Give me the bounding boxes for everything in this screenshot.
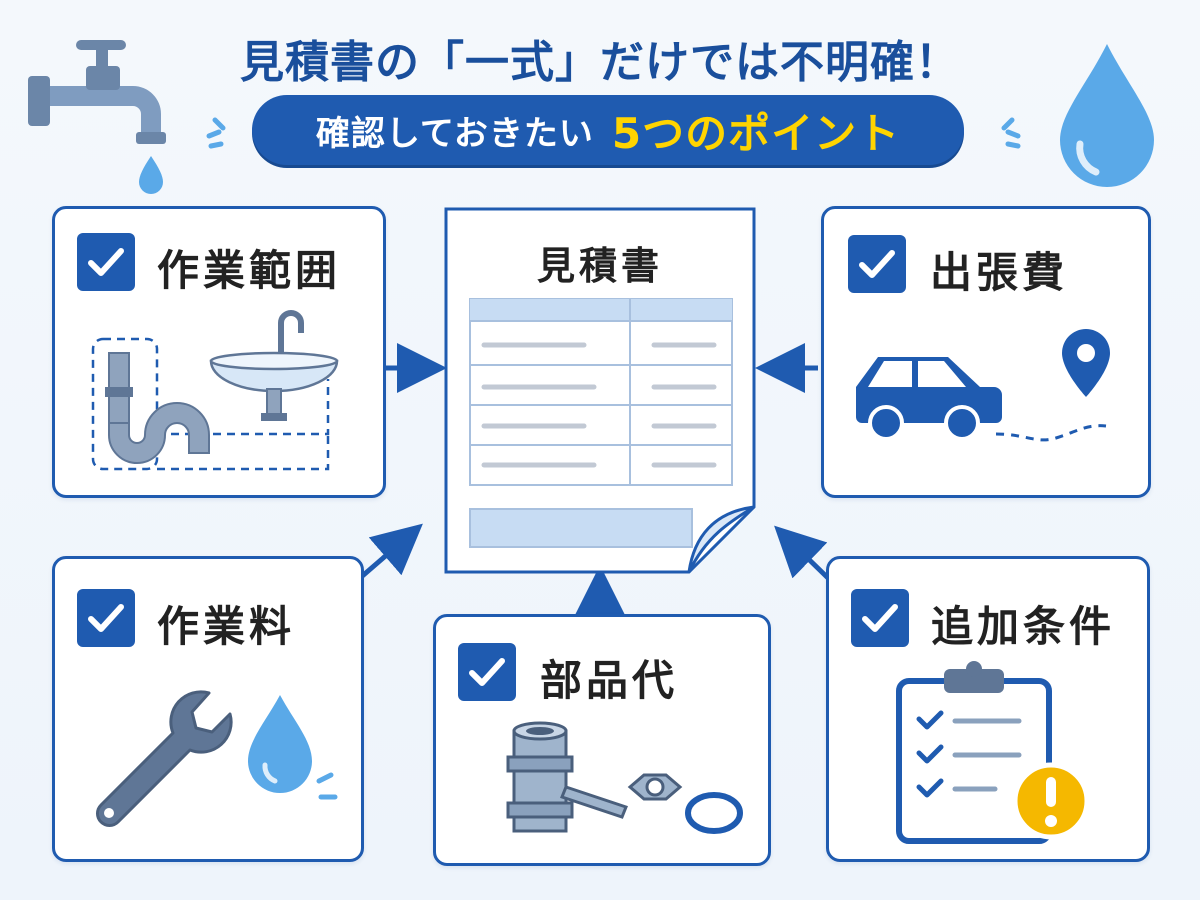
clipboard-alert-icon — [896, 661, 1090, 844]
point-label: 追加条件 — [931, 602, 1116, 651]
splash-right-icon — [1001, 117, 1021, 149]
point-label: 作業範囲 — [157, 246, 342, 295]
wrench-water-icon — [96, 690, 338, 827]
point-card-parts-cost: 部品代 — [433, 614, 771, 866]
document-icon — [444, 207, 756, 574]
point-label: 出張費 — [930, 248, 1069, 297]
point-label: 作業料 — [157, 602, 296, 651]
point-card-additional-conditions: 追加条件 — [826, 556, 1150, 862]
water-drop-icon — [1060, 44, 1154, 187]
faucet-icon — [28, 40, 166, 194]
checkbox-icon — [458, 643, 516, 701]
splash-left-icon — [206, 117, 226, 149]
subtitle-lead: 確認しておきたい — [315, 113, 594, 154]
estimate-document: 見積書 — [444, 207, 756, 574]
checkbox-icon — [77, 233, 135, 291]
point-card-labor-fee: 作業料 — [52, 556, 364, 862]
car-location-icon — [856, 329, 1110, 442]
checkbox-icon — [77, 589, 135, 647]
pipe-sink-icon — [91, 310, 339, 471]
parts-icon — [506, 721, 743, 834]
subtitle-banner: 確認しておきたい 5つのポイント — [252, 95, 964, 165]
checkbox-icon — [851, 589, 909, 647]
point-card-work-scope: 作業範囲 — [52, 206, 386, 498]
page-title: 見積書の「一式」だけでは不明確！ — [240, 37, 960, 88]
document-title: 見積書 — [536, 244, 663, 288]
point-card-travel-fee: 出張費 — [821, 206, 1151, 498]
point-label: 部品代 — [540, 656, 679, 705]
subtitle-accent: 5つのポイント — [611, 108, 901, 158]
checkbox-icon — [848, 235, 906, 293]
